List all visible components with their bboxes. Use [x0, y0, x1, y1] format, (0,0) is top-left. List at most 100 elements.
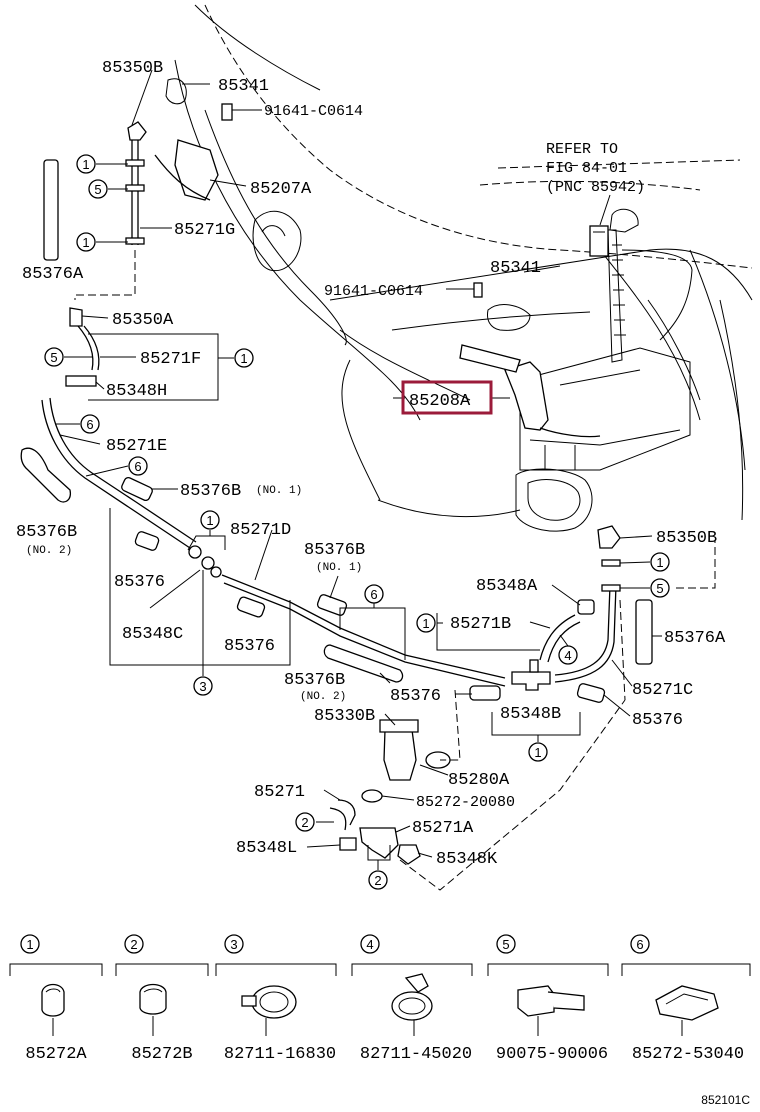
- callout-85348k: 85348K: [436, 850, 498, 869]
- callout-85272-20080: 85272-20080: [416, 794, 515, 811]
- callout-85280a: 85280A: [448, 771, 510, 790]
- svg-text:5: 5: [502, 937, 509, 952]
- highlight-box: [401, 380, 493, 415]
- callout-85208a: 85208A: [409, 392, 471, 411]
- car-body-outline: [174, 4, 753, 532]
- svg-text:3: 3: [230, 937, 237, 952]
- callout-85271f: 85271F: [140, 350, 201, 369]
- marker: 1: [200, 510, 220, 530]
- legend-item: 4 82711-45020: [351, 934, 473, 1064]
- callout-85376a-right: 85376A: [664, 629, 726, 648]
- callout-85376-c: 85376: [390, 687, 441, 706]
- svg-text:4: 4: [366, 937, 373, 952]
- callout-85330b: 85330B: [314, 707, 375, 726]
- marker: 1: [650, 552, 670, 572]
- leader-lines: [56, 69, 716, 891]
- callout-85271b: 85271B: [450, 615, 511, 634]
- svg-text:6: 6: [636, 937, 643, 952]
- svg-text:1: 1: [534, 745, 541, 760]
- refer-line-3: (PNC 85942): [546, 179, 645, 196]
- legend-part-85272-53040: 85272-53040: [632, 1045, 744, 1064]
- svg-text:5: 5: [656, 581, 663, 596]
- callout-labels: 85350B 85341 91641-C0614 85207A 85271G 8…: [16, 59, 726, 869]
- legend-item: 5 90075-90006: [487, 934, 609, 1064]
- legend-part-85272a: 85272A: [25, 1045, 87, 1064]
- callout-85350b-top: 85350B: [102, 59, 163, 78]
- svg-text:4: 4: [564, 648, 571, 663]
- svg-text:5: 5: [94, 182, 101, 197]
- svg-text:6: 6: [86, 417, 93, 432]
- clip-markers: 1 5 1 5 1 6 6 1 3 6 1 4 1 5 1 2 2: [44, 154, 670, 890]
- marker: 6: [128, 456, 148, 476]
- svg-text:1: 1: [26, 937, 33, 952]
- svg-text:1: 1: [206, 513, 213, 528]
- legend-item: 6 85272-53040: [621, 934, 751, 1064]
- legend-part-82711-45020: 82711-45020: [360, 1045, 472, 1064]
- callout-85348b: 85348B: [500, 705, 561, 724]
- callout-85271g: 85271G: [174, 221, 235, 240]
- svg-text:3: 3: [199, 679, 206, 694]
- callout-85341-mid: 85341: [490, 259, 541, 278]
- callout-85376b-mid: 85376B: [180, 482, 241, 501]
- note-no2-b: (NO. 2): [300, 691, 346, 703]
- svg-text:2: 2: [130, 937, 137, 952]
- callout-85348c: 85348C: [122, 625, 183, 644]
- legend-part-85272b: 85272B: [131, 1045, 192, 1064]
- callout-91641-top: 91641-C0614: [264, 103, 363, 120]
- marker: 4: [558, 645, 578, 665]
- svg-text:1: 1: [82, 157, 89, 172]
- note-no2-a: (NO. 2): [26, 545, 72, 557]
- legend-item: 1 85272A: [9, 934, 103, 1064]
- marker: 5: [650, 578, 670, 598]
- legend-part-82711-16830: 82711-16830: [224, 1045, 336, 1064]
- callout-85350b-right: 85350B: [656, 529, 717, 548]
- callout-85348l: 85348L: [236, 839, 297, 858]
- legend-item: 2 85272B: [115, 934, 209, 1064]
- callout-91641-mid: 91641-C0614: [324, 283, 423, 300]
- callout-85376b-left: 85376B: [16, 523, 77, 542]
- svg-text:6: 6: [370, 587, 377, 602]
- marker: 1: [76, 232, 96, 252]
- callout-85271: 85271: [254, 783, 305, 802]
- callout-85341-top: 85341: [218, 77, 269, 96]
- svg-text:1: 1: [240, 351, 247, 366]
- marker: 1: [528, 742, 548, 762]
- marker: 1: [234, 348, 254, 368]
- note-no1-b: (NO. 1): [316, 562, 362, 574]
- callout-85271e: 85271E: [106, 437, 167, 456]
- marker: 5: [88, 179, 108, 199]
- clip-legend: 1 85272A 2 85272B 3 82711-16830 4: [9, 934, 751, 1064]
- callout-85376b-no2b: 85376B: [284, 671, 345, 690]
- callout-85348h: 85348H: [106, 382, 167, 401]
- callout-85376-a: 85376: [114, 573, 165, 592]
- legend-item: 3 82711-16830: [215, 934, 337, 1064]
- marker: 6: [364, 584, 384, 604]
- marker: 1: [416, 613, 436, 633]
- refer-line-2: FIG 84-01: [546, 160, 627, 177]
- marker: 5: [44, 347, 64, 367]
- marker: 1: [76, 154, 96, 174]
- svg-text:5: 5: [50, 350, 57, 365]
- svg-text:1: 1: [656, 555, 663, 570]
- svg-text:2: 2: [301, 815, 308, 830]
- callout-85271c: 85271C: [632, 681, 693, 700]
- callout-85271d: 85271D: [230, 521, 291, 540]
- callout-85376-d: 85376: [632, 711, 683, 730]
- callout-85348a: 85348A: [476, 577, 538, 596]
- callout-85271a: 85271A: [412, 819, 474, 838]
- svg-text:6: 6: [134, 459, 141, 474]
- legend-part-90075-90006: 90075-90006: [496, 1045, 608, 1064]
- refer-line-1: REFER TO: [546, 141, 618, 158]
- callout-85207a: 85207A: [250, 180, 312, 199]
- callout-85376b-no1b: 85376B: [304, 541, 365, 560]
- callout-85376a-left: 85376A: [22, 265, 84, 284]
- svg-text:2: 2: [374, 873, 381, 888]
- marker: 3: [193, 676, 213, 696]
- callout-85350a: 85350A: [112, 311, 174, 330]
- figure-code: 852101C: [701, 1093, 750, 1107]
- svg-text:1: 1: [82, 235, 89, 250]
- marker: 2: [295, 812, 315, 832]
- marker: 6: [80, 414, 100, 434]
- note-no1-a: (NO. 1): [256, 485, 302, 497]
